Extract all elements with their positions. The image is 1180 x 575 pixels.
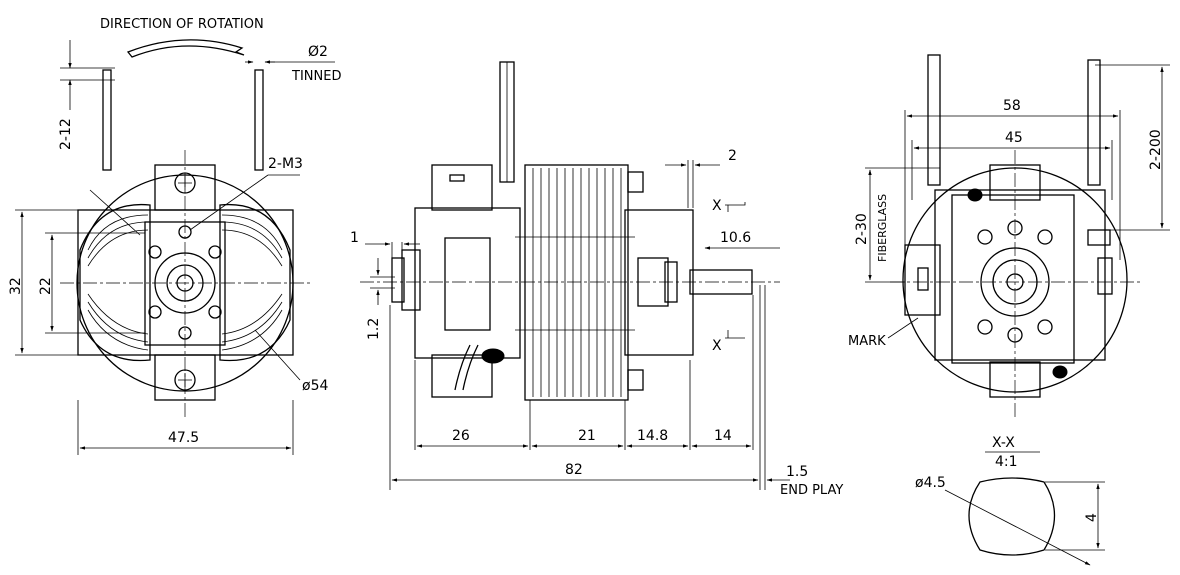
shaft-section [968, 477, 1056, 556]
fiberglass-len-dim: 2-30 [854, 213, 870, 245]
overall-dim: 82 [565, 462, 583, 478]
height-inner-dim: 22 [38, 277, 54, 295]
fiberglass-label: FIBERGLASS [876, 194, 889, 262]
endplay-value: 1.5 [786, 464, 808, 480]
stator-stack [524, 164, 629, 401]
seg1-dim: 26 [452, 428, 470, 444]
screws-label: 2-M3 [268, 156, 303, 172]
rotation-arrow-icon [126, 39, 245, 58]
lead-wire-rear-right [1087, 59, 1101, 186]
w58-dim: 58 [1003, 98, 1021, 114]
shaft-dia-dim: ø4.5 [915, 475, 946, 491]
flat-dim: 4 [1084, 513, 1100, 522]
lead-long-dim: 2-200 [1148, 129, 1164, 170]
section-mark-bottom: X [712, 338, 722, 354]
front-view: DIRECTION OF ROTATION 2-12 Ø2 TINNED [8, 17, 341, 455]
section-scale: 4:1 [995, 454, 1018, 470]
section-title: X-X [992, 435, 1015, 451]
endplay-label: END PLAY [780, 483, 843, 498]
w45-dim: 45 [1005, 130, 1023, 146]
height-outer-dim: 32 [8, 277, 24, 295]
gap2-dim: 2 [728, 148, 737, 164]
lead-wire-left [102, 69, 112, 171]
lead-wire-rear-left [927, 54, 941, 186]
direction-label: DIRECTION OF ROTATION [100, 17, 264, 32]
lead-short-dim: 2-12 [58, 118, 74, 150]
lead-wire-right [254, 69, 264, 171]
mark-label: MARK [848, 334, 886, 349]
d1-dim: 1 [350, 230, 359, 246]
seg3-dim: 14.8 [637, 428, 668, 444]
diameter-label: ø54 [302, 378, 328, 394]
coil-left [87, 214, 149, 351]
lamination-lines [532, 168, 622, 397]
shaft-dim: 10.6 [720, 230, 751, 246]
coil-right [221, 214, 283, 351]
side-view: 2 X X 10.6 1 1.2 26 21 [350, 61, 843, 498]
tinned-label: TINNED [291, 69, 341, 84]
width-dim: 47.5 [168, 430, 199, 446]
rear-view: 58 45 2-200 2-30 FIBERGLASS MARK X-X 4:1… [848, 54, 1170, 566]
d12-dim: 1.2 [366, 318, 382, 340]
seg2-dim: 21 [578, 428, 596, 444]
section-mark-top: X [712, 198, 722, 214]
wire-dia-dim: Ø2 [308, 44, 328, 60]
seg4-dim: 14 [714, 428, 732, 444]
